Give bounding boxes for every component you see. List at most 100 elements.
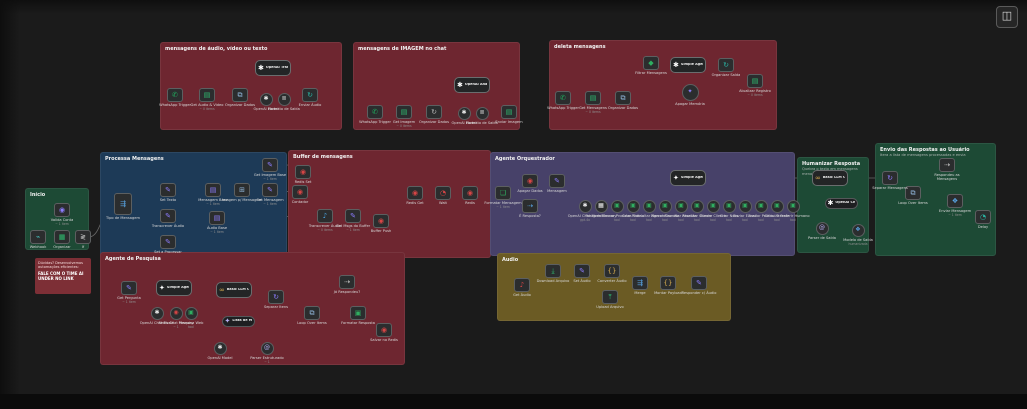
- node-pesq-web-tool[interactable]: ▣: [184, 306, 198, 320]
- node-pesq-chat-model[interactable]: ✱: [150, 306, 164, 320]
- node-loop-over-items-2[interactable]: ⧉: [304, 306, 320, 320]
- node-tool-consultar-agenda[interactable]: ▣: [642, 199, 656, 213]
- node-set-texto[interactable]: ✎: [160, 183, 176, 197]
- node-imagem-para-mensagem[interactable]: ⊞: [234, 183, 250, 197]
- node-lista-mensagens[interactable]: ✦Lista de Mensagens: [221, 315, 255, 327]
- sticky-note[interactable]: Dúvidas? Desenvolvemos automações eficie…: [35, 258, 91, 294]
- node-simple-agent-2[interactable]: ✦Simple Agent: [670, 170, 706, 186]
- node-converter-audio[interactable]: {}: [604, 264, 620, 278]
- node-tool-atualizar-cliente[interactable]: ▣: [690, 199, 704, 213]
- node-parser-estruturado[interactable]: @: [260, 341, 274, 355]
- node-tool-criar-nota[interactable]: ▣: [722, 199, 736, 213]
- node-formatar-resposta[interactable]: ▣: [350, 306, 366, 320]
- node-ja-respondeu[interactable]: ⇢: [339, 275, 355, 289]
- node-transcrever-buffer[interactable]: ♪: [317, 209, 333, 223]
- node-e-resposta[interactable]: ⇢: [522, 199, 538, 213]
- node-basic-llm-chain-2[interactable]: ∞Basic LLM Chain: [216, 282, 252, 298]
- node-webhook[interactable]: ⌁: [30, 230, 46, 244]
- node-simple-agent-3[interactable]: ✦Simple Agent: [156, 280, 192, 296]
- node-pesq-openai-model[interactable]: ✱: [213, 341, 227, 355]
- node-download-arquivo[interactable]: ⤓: [545, 264, 561, 278]
- node-merge[interactable]: ⇶: [632, 276, 648, 290]
- region-transcricao-audio[interactable]: mensagens de áudio, vídeo ou texto: [160, 42, 342, 130]
- node-buffer-push[interactable]: ◉: [373, 214, 389, 228]
- node-organizar-dados-1[interactable]: ⧉: [232, 88, 248, 102]
- node-basic-llm-chain-1[interactable]: ∞Basic LLM Chain: [812, 170, 848, 186]
- node-enviar-audio[interactable]: ↻: [302, 88, 318, 102]
- node-valida-conta[interactable]: ◉: [54, 203, 70, 217]
- node-enviar-mensagem[interactable]: ❖: [947, 194, 963, 208]
- node-if-node[interactable]: ≷: [75, 230, 91, 244]
- node-responder-audio[interactable]: ✎: [691, 276, 707, 290]
- node-openai-analisar[interactable]: ✱OpenAI Analisar: [454, 77, 490, 93]
- node-tool-buscar-produtos[interactable]: ▣: [610, 199, 624, 213]
- node-get-mensagens[interactable]: ▤: [585, 91, 601, 105]
- node-organizar[interactable]: ▦: [54, 230, 70, 244]
- node-tool-buscar-cliente[interactable]: ▣: [706, 199, 720, 213]
- node-montar-payload[interactable]: {}: [660, 276, 676, 290]
- panel-toggle-button[interactable]: ◫: [996, 6, 1018, 28]
- node-tool-criar-pedido[interactable]: ▣: [626, 199, 640, 213]
- node-formatar-mensagem[interactable]: ❏: [495, 186, 511, 200]
- node-whatsapp-trigger-2[interactable]: ✆: [367, 105, 383, 119]
- node-modelo-saida[interactable]: ❖: [851, 223, 865, 237]
- node-respondeu-mensagens[interactable]: ⇢: [939, 158, 955, 172]
- node-apagar-memoria[interactable]: ✦: [681, 83, 699, 101]
- node-delay[interactable]: ◔: [975, 210, 991, 224]
- node-tool-enviar-email[interactable]: ▣: [738, 199, 752, 213]
- node-get-pergunta[interactable]: ✎: [121, 281, 137, 295]
- node-organizar-dados-2[interactable]: ↻: [426, 105, 442, 119]
- node-organizar-saida[interactable]: ↻: [718, 58, 734, 72]
- node-mensagem-base[interactable]: ▤: [205, 183, 221, 197]
- node-organizar-dados-3[interactable]: ⧉: [615, 91, 631, 105]
- node-set-audio[interactable]: ✎: [574, 264, 590, 278]
- node-redis-get[interactable]: ◉: [407, 186, 423, 200]
- node-get-audio[interactable]: ♪: [514, 278, 530, 292]
- node-tool-marcar-reuniao[interactable]: ▣: [658, 199, 672, 213]
- node-apagar-dados[interactable]: ◉: [522, 174, 538, 188]
- node-redis-set[interactable]: ◉: [295, 165, 311, 179]
- node-get-imagem[interactable]: ▤: [396, 105, 412, 119]
- node-openai-model-2[interactable]: ✱: [457, 106, 471, 120]
- node-wait[interactable]: ◔: [435, 186, 451, 200]
- node-contador[interactable]: ◉: [292, 185, 308, 199]
- node-separar-mensagens[interactable]: ↻: [882, 171, 898, 185]
- node-tool-buscar-pedido[interactable]: ▣: [754, 199, 768, 213]
- node-get-imagem-base[interactable]: ✎: [262, 158, 278, 172]
- node-audio-base[interactable]: ▤: [209, 211, 225, 225]
- node-tool-cancelar-reuniao[interactable]: ▣: [674, 199, 688, 213]
- node-tipo-mensagem[interactable]: ⇶: [114, 193, 132, 215]
- node-whatsapp-trigger-1[interactable]: ✆: [167, 88, 183, 102]
- node-atualizar-registro[interactable]: ▤: [747, 74, 763, 88]
- node-mensagem[interactable]: ✎: [549, 174, 565, 188]
- node-tool-memory[interactable]: ▦: [594, 199, 608, 213]
- node-get-mensagens-buffer[interactable]: ✎: [345, 209, 361, 223]
- node-redis[interactable]: ◉: [462, 186, 478, 200]
- node-formato-saida-1[interactable]: ≣: [277, 92, 291, 106]
- node-tool-chat-model[interactable]: ✱: [578, 199, 592, 213]
- node-get-audio-video[interactable]: ▤: [199, 88, 215, 102]
- node-tool-calcular-frete[interactable]: ▣: [770, 199, 784, 213]
- node-get-mensagem[interactable]: ✎: [262, 183, 278, 197]
- node-whatsapp-trigger-3[interactable]: ✆: [555, 91, 571, 105]
- node-filtrar-mensagens[interactable]: ◆: [643, 56, 659, 70]
- node-pesq-redis-memory[interactable]: ◉: [169, 306, 183, 320]
- node-simple-agent-1[interactable]: ✱Simple Agent: [670, 57, 706, 73]
- node-enviar-imagem[interactable]: ▤: [501, 105, 517, 119]
- node-openai-transcribe[interactable]: ✱OpenAI Transcribe: [255, 60, 291, 76]
- node-set-a-processar[interactable]: ✎: [160, 235, 176, 249]
- node-formato-saida-2[interactable]: ≣: [475, 106, 489, 120]
- node-upload-arquivo[interactable]: ⤒: [602, 290, 618, 304]
- node-openai-model-1[interactable]: ✱: [259, 92, 273, 106]
- node-tool-transferir-humano[interactable]: ▣: [786, 199, 800, 213]
- region-buffer-mensagens[interactable]: Buffer de mensagens: [288, 150, 491, 258]
- node-salvar-redis[interactable]: ◉: [376, 323, 392, 337]
- node-transcrever-audio[interactable]: ✎: [160, 209, 176, 223]
- node-separar-itens[interactable]: ↻: [268, 290, 284, 304]
- node-loop-over-items-1[interactable]: ⧉: [905, 186, 921, 200]
- region-deleta-mensagens[interactable]: deleta mensagens: [549, 40, 777, 130]
- node-openai-chat-model-pill[interactable]: ✱OpenAI Chat Model: [824, 197, 858, 209]
- node-parser-saida[interactable]: @: [815, 221, 829, 235]
